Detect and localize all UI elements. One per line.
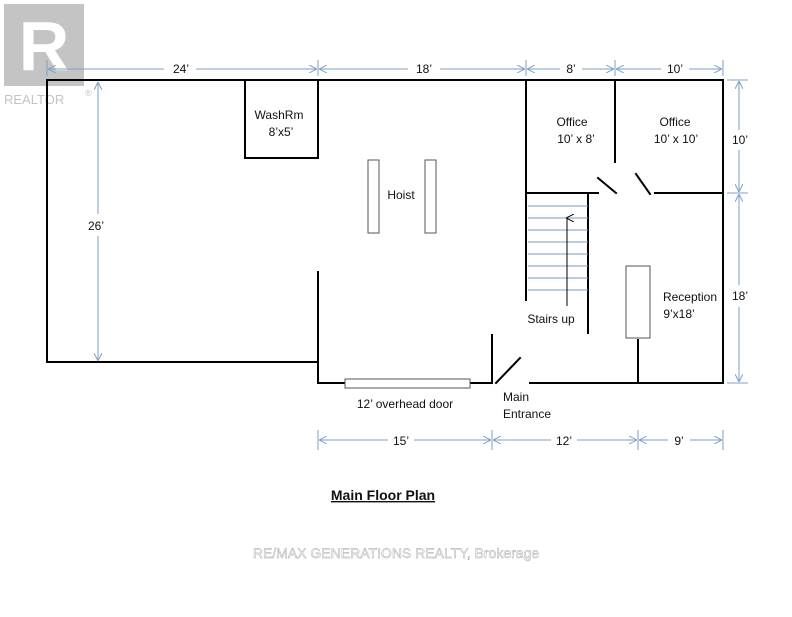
office2-size: 10’ x 10’ bbox=[654, 132, 698, 146]
main-entrance-label-line1: Main bbox=[503, 390, 529, 404]
overhead-door bbox=[344, 378, 471, 389]
dim-top-1: 24’ bbox=[173, 62, 189, 76]
hoist-post-right bbox=[424, 159, 437, 234]
main-entrance-label-line2: Entrance bbox=[503, 407, 551, 421]
office1-size: 10’ x 8’ bbox=[557, 132, 595, 146]
dimension-lines bbox=[46, 60, 748, 450]
plan-title: Main Floor Plan bbox=[331, 487, 435, 503]
hoist-label: Hoist bbox=[387, 188, 415, 202]
dim-bottom-3: 9’ bbox=[674, 434, 683, 448]
realtor-logo-text: REALTOR bbox=[4, 92, 64, 107]
dim-right-1: 10’ bbox=[732, 133, 748, 147]
dim-right-2: 18’ bbox=[732, 289, 748, 303]
dim-top-3: 8’ bbox=[566, 62, 575, 76]
hoist-post-left bbox=[367, 159, 380, 234]
reception-label: Reception bbox=[663, 290, 717, 304]
overhead-door-label: 12’ overhead door bbox=[357, 397, 453, 411]
dim-top-2: 18’ bbox=[416, 62, 432, 76]
realtor-registered-mark: ® bbox=[85, 88, 92, 98]
realtor-logo: R REALTOR ® bbox=[4, 4, 92, 107]
realtor-logo-mark bbox=[4, 4, 84, 86]
reception-size: 9’x18’ bbox=[663, 307, 694, 321]
washroom-size: 8’x5’ bbox=[269, 125, 294, 139]
office2-door bbox=[634, 172, 652, 196]
office1-label: Office bbox=[556, 115, 587, 129]
dim-left: 26’ bbox=[88, 219, 104, 233]
brokerage-watermark: RE/MAX GENERATIONS REALTY, Brokerage bbox=[253, 545, 540, 561]
main-entrance-door bbox=[494, 356, 522, 385]
reception-counter bbox=[625, 265, 651, 339]
stairs bbox=[528, 205, 588, 306]
dim-top-4: 10’ bbox=[667, 62, 683, 76]
realtor-logo-letter: R bbox=[19, 7, 70, 85]
office1-door bbox=[596, 176, 618, 195]
dim-bottom-2: 12’ bbox=[556, 434, 572, 448]
stairs-label: Stairs up bbox=[527, 312, 575, 326]
walls bbox=[46, 79, 724, 385]
washroom-label: WashRm bbox=[255, 108, 304, 122]
office2-label: Office bbox=[659, 115, 690, 129]
dim-bottom-1: 15’ bbox=[393, 434, 409, 448]
